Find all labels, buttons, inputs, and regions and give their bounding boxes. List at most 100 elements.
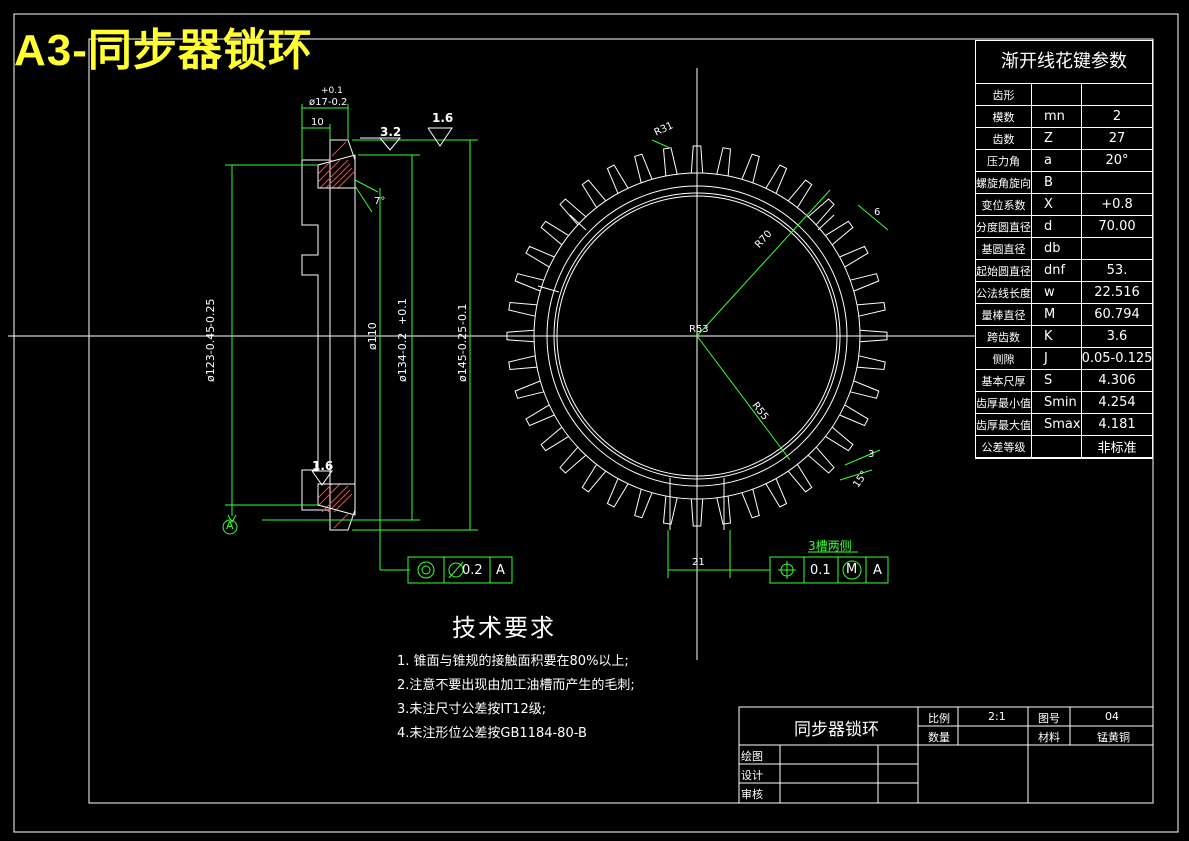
param-symbol: dnf: [1031, 259, 1082, 282]
dim-w3: 3: [868, 449, 875, 460]
dim-w21: 21: [692, 557, 705, 568]
tech-req-list: 1. 锥面与锥规的接触面积要在80%以上; 2.注意不要出现由加工油槽而产生的毛…: [397, 650, 635, 746]
param-symbol: M: [1031, 303, 1082, 326]
param-symbol: mn: [1031, 105, 1082, 128]
param-name: 压力角: [975, 149, 1032, 172]
param-value: 60.794: [1080, 303, 1154, 326]
dim-r53: R53: [689, 324, 709, 335]
param-symbol: a: [1031, 149, 1082, 172]
drawing-no-label: 图号: [1038, 712, 1060, 725]
feature-control-frame-1: [407, 556, 513, 584]
param-name: 齿厚最小值: [975, 391, 1032, 414]
param-value: 20°: [1080, 149, 1154, 172]
roughness-symbols: [311, 127, 453, 486]
cone-face-top: [317, 154, 356, 189]
dim-d134-tol: +0.1: [396, 298, 409, 325]
outer-border: [13, 13, 1179, 833]
param-name: 公法线长度: [975, 281, 1032, 304]
param-value: 70.00: [1080, 215, 1154, 238]
dim-d145-tol: -0.1: [456, 303, 469, 325]
param-name: 模数: [975, 105, 1032, 128]
param-value: 4.306: [1080, 369, 1154, 392]
datum-a-label: A: [226, 519, 234, 532]
param-name: 齿形: [975, 83, 1032, 106]
oil-grooves: [537, 214, 835, 530]
title-block-lines: [738, 706, 1154, 804]
section-dimensions: [225, 104, 478, 571]
param-symbol: w: [1031, 281, 1082, 304]
gear-tooth-outline: [506, 145, 888, 527]
tech-req-title: 技术要求: [452, 614, 556, 642]
dim-d123: ø123-0.45: [204, 325, 217, 382]
param-symbol: S: [1031, 369, 1082, 392]
drawn-label: 绘图: [741, 750, 763, 763]
scale-value: 2:1: [988, 710, 1006, 723]
material-label: 材料: [1038, 731, 1060, 744]
tech-req-item: 4.未注形位公差按GB1184-80-B: [397, 726, 587, 741]
param-row: 齿形: [975, 83, 1154, 106]
feature-control-frame-2: [769, 556, 889, 584]
roughness-1-6-bottom: 1.6: [312, 459, 334, 473]
part-name: 同步器锁环: [794, 720, 879, 740]
gear-view: [533, 172, 861, 500]
gear-teeth: [506, 145, 888, 527]
param-name: 变位系数: [975, 193, 1032, 216]
dim-w10: 10: [311, 117, 324, 128]
param-value: [1080, 83, 1154, 106]
param-name: 螺旋角旋向: [975, 171, 1032, 194]
dim-d17: ø17-0.2: [309, 97, 348, 108]
tech-req-item: 3.未注尺寸公差按IT12级;: [397, 702, 547, 717]
param-value: 4.254: [1080, 391, 1154, 414]
section-hatch-top: [317, 141, 355, 189]
param-table-title: 渐开线花键参数: [1001, 51, 1127, 72]
param-row: 公差等级 非标准: [975, 435, 1154, 458]
drawing-no-value: 04: [1105, 710, 1119, 723]
dim-angle: 7°: [374, 196, 386, 207]
param-name: 公差等级: [975, 435, 1032, 458]
param-value: 27: [1080, 127, 1154, 150]
param-symbol: Smax: [1031, 413, 1082, 436]
design-label: 设计: [741, 769, 763, 782]
param-value: 0.05-0.125: [1080, 347, 1154, 370]
param-value: 非标准: [1080, 435, 1154, 458]
roughness-1-6-top: 1.6: [432, 111, 454, 125]
fcf2-datum: A: [873, 563, 882, 578]
gear-dimensions: [651, 139, 889, 578]
param-symbol: [1031, 435, 1082, 458]
drawing-title: A3-同步器锁环: [14, 26, 313, 75]
param-symbol: K: [1031, 325, 1082, 348]
param-symbol: J: [1031, 347, 1082, 370]
param-name: 跨齿数: [975, 325, 1032, 348]
qty-label: 数量: [928, 731, 950, 744]
param-value: 2: [1080, 105, 1154, 128]
dim-d110: ø110: [366, 322, 379, 350]
fcf2-modifier: M: [846, 562, 858, 577]
param-symbol: B: [1031, 171, 1082, 194]
scale-label: 比例: [928, 712, 950, 725]
fcf2-tolerance: 0.1: [810, 563, 831, 578]
dim-d145: ø145-0.25: [456, 325, 469, 382]
tech-req-item: 2.注意不要出现由加工油槽而产生的毛刺;: [397, 678, 635, 693]
fcf1-tolerance: 0.2: [462, 563, 483, 578]
param-value: 53.: [1080, 259, 1154, 282]
param-name: 分度圆直径: [975, 215, 1032, 238]
param-name: 齿厚最大值: [975, 413, 1032, 436]
tech-req-item: 1. 锥面与锥规的接触面积要在80%以上;: [397, 654, 629, 669]
dim-w6: 6: [874, 207, 881, 218]
roughness-3-2: 3.2: [380, 125, 402, 139]
